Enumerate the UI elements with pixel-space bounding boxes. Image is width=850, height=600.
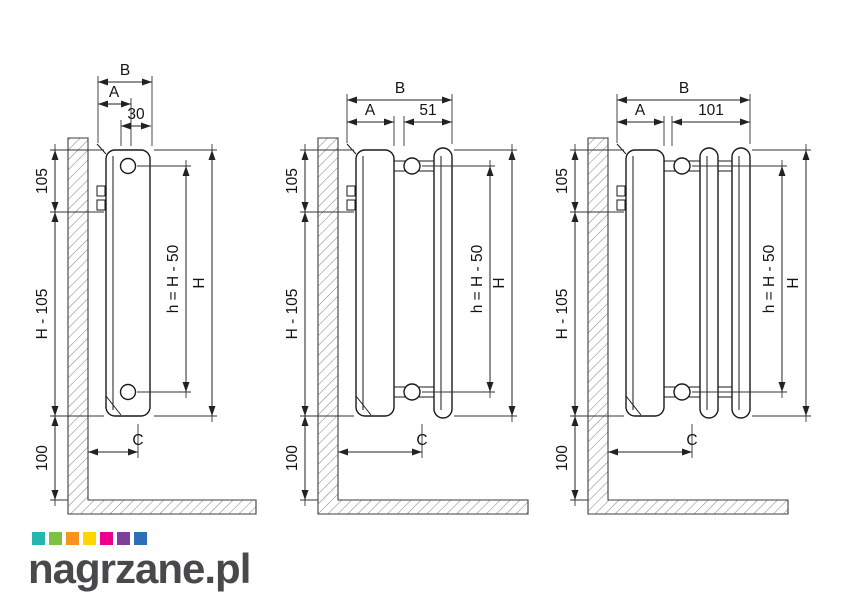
wall-bracket	[616, 185, 626, 197]
wall-bracket	[96, 185, 106, 197]
logo-text: nagrzane.pl	[28, 545, 251, 592]
bottom-plug-circle	[119, 383, 137, 401]
dimension-c: C	[608, 424, 698, 458]
logo-square	[117, 532, 130, 545]
dim-label-100: 100	[34, 445, 51, 471]
panel-bottom-chamfer	[355, 395, 372, 416]
radiator-panel	[105, 149, 151, 417]
dim-label-a: A	[109, 84, 120, 101]
top-hub-circle	[673, 157, 691, 175]
dim-label-inner-height: h = H - 50	[469, 244, 486, 313]
hanger-hook	[346, 143, 357, 155]
dimensions-right: h = H - 50 H	[422, 144, 517, 422]
logo-square	[49, 532, 62, 545]
wall-bracket	[346, 199, 356, 211]
dim-label-b: B	[395, 80, 405, 97]
panel-bottom-chamfer	[625, 395, 642, 416]
extension-lines	[692, 144, 811, 422]
dimensions-top: B A 30	[97, 62, 153, 146]
dim-label-100: 100	[284, 445, 301, 471]
wall-bracket	[346, 185, 356, 197]
hanger-hook	[616, 143, 627, 155]
dim-label-depth: 30	[127, 106, 145, 123]
convector-capsule	[433, 147, 453, 419]
dimensions-top: B A 101	[616, 80, 751, 146]
bottom-hub-circle	[673, 383, 691, 401]
dim-label-c: C	[686, 432, 697, 449]
radiator-body	[96, 143, 151, 417]
wall-bracket	[616, 199, 626, 211]
dimensions-top: B A 51	[346, 80, 453, 146]
wall-bracket	[96, 199, 106, 211]
logo-square	[66, 532, 79, 545]
extension-lines	[422, 144, 517, 422]
diagram-radiator-3: B A 101 105 H - 105 100	[554, 80, 811, 515]
hanger-hook	[96, 143, 107, 155]
extension-lines	[137, 144, 217, 422]
diagram-radiator-2: B A 51 105 H - 105 100	[284, 80, 529, 515]
wall-floor-hatch	[67, 137, 257, 515]
extension-lines	[300, 144, 354, 506]
dim-label-depth: 101	[698, 102, 724, 119]
bottom-hub-circle	[403, 383, 421, 401]
radiator-panel	[355, 149, 395, 417]
radiator-panel	[625, 149, 665, 417]
dim-label-inner-height: h = H - 50	[761, 244, 778, 313]
dim-label-c: C	[416, 432, 427, 449]
dim-label-a: A	[365, 102, 376, 119]
radiator-body	[346, 143, 453, 419]
extension-lines	[50, 144, 104, 506]
dim-label-h-105: H - 105	[554, 289, 571, 340]
dim-label-total-height: H	[191, 277, 208, 288]
hub-connectors	[394, 160, 434, 398]
logo-text-tld: .pl	[204, 545, 251, 592]
dim-label-105: 105	[34, 168, 51, 194]
diagram-radiator-1: B A 30 105 H - 105 100	[34, 62, 257, 515]
logo-text-name: nagrzane	[28, 545, 205, 592]
dimensions-left: 105 H - 105 100	[34, 144, 104, 506]
wall-floor-hatch	[317, 137, 529, 515]
dim-label-100: 100	[554, 445, 571, 471]
dimension-c: C	[88, 424, 144, 458]
dim-label-h-105: H - 105	[284, 289, 301, 340]
logo-nagrzane: nagrzane.pl	[28, 532, 251, 592]
convector-capsule	[699, 147, 719, 419]
dim-label-h-105: H - 105	[34, 289, 51, 340]
dim-label-total-height: H	[785, 277, 802, 288]
extension-lines	[97, 76, 153, 146]
wall-floor-hatch	[587, 137, 789, 515]
dimensions-left: 105 H - 105 100	[284, 144, 354, 506]
convector-capsule	[731, 147, 751, 419]
panel-bottom-chamfer	[105, 395, 122, 416]
dim-label-105: 105	[284, 168, 301, 194]
logo-square	[100, 532, 113, 545]
dim-label-b: B	[120, 62, 130, 79]
top-plug-circle	[119, 157, 137, 175]
dim-label-105: 105	[554, 168, 571, 194]
radiator-body	[616, 143, 751, 419]
dimensions-right: h = H - 50 H	[137, 144, 217, 422]
dimensions-right: h = H - 50 H	[692, 144, 811, 422]
dim-label-a: A	[635, 102, 646, 119]
dimensions-left: 105 H - 105 100	[554, 144, 624, 506]
dim-label-b: B	[679, 80, 689, 97]
top-hub-circle	[403, 157, 421, 175]
dim-label-depth: 51	[419, 102, 436, 119]
dim-label-inner-height: h = H - 50	[165, 244, 182, 313]
logo-color-squares	[32, 532, 250, 545]
logo-square	[32, 532, 45, 545]
logo-square	[83, 532, 96, 545]
dimension-c: C	[338, 424, 428, 458]
logo-square	[134, 532, 147, 545]
dim-label-c: C	[132, 432, 143, 449]
extension-lines	[570, 144, 624, 506]
dim-label-total-height: H	[491, 277, 508, 288]
